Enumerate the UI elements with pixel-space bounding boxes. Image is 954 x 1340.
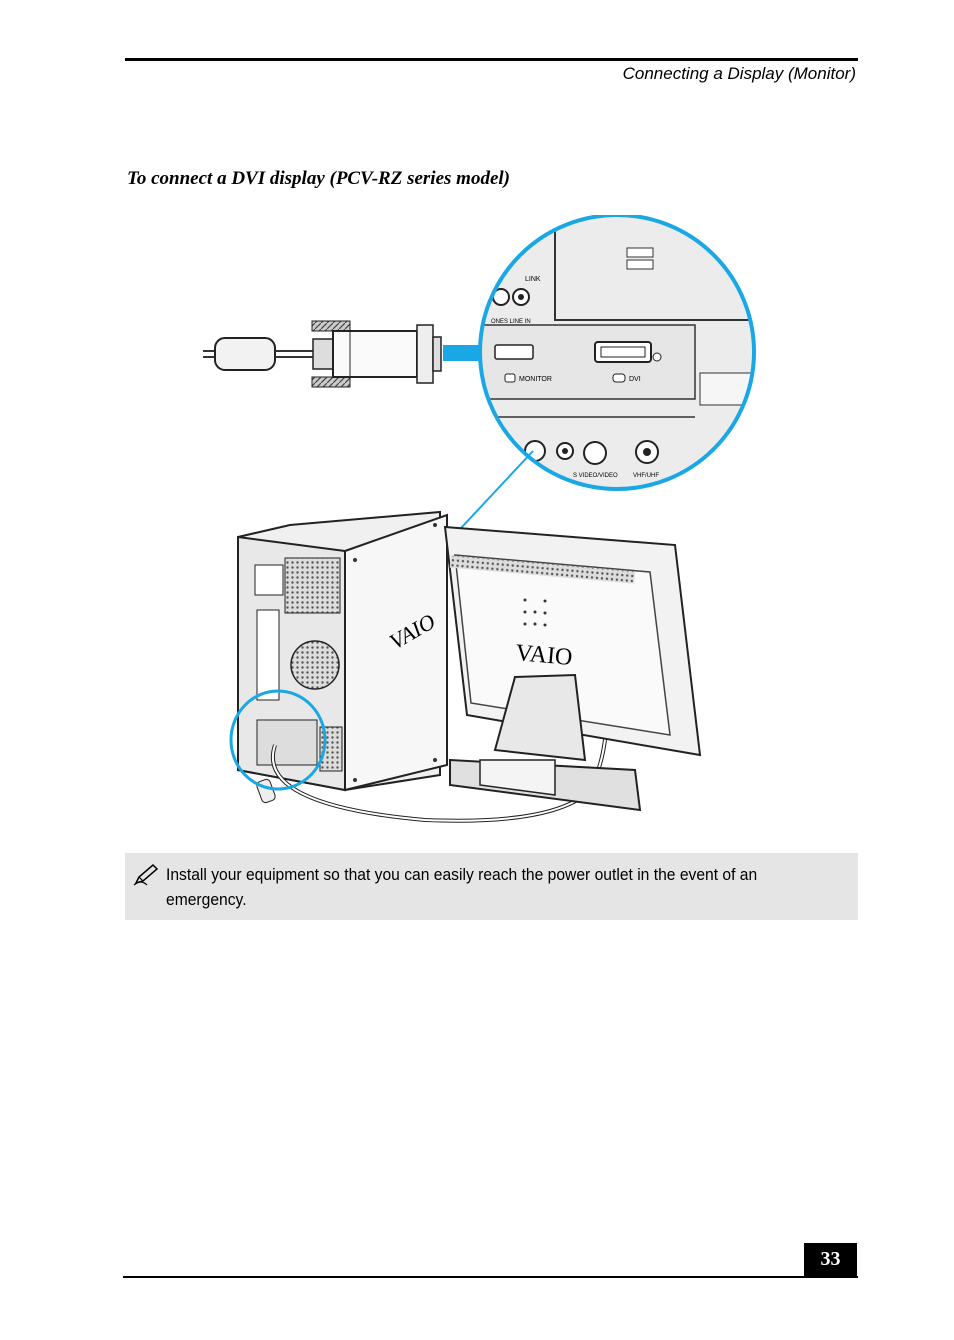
line-in-label: ONES LINE IN	[491, 319, 531, 325]
pencil-note-icon	[133, 863, 159, 886]
header-rule	[125, 58, 858, 61]
pc-tower: VAIO	[237, 510, 448, 792]
note-text: Install your equipment so that you can e…	[166, 865, 758, 909]
note-box: Install your equipment so that you can e…	[125, 853, 858, 920]
vhf-label: VHF/UHF	[633, 473, 659, 479]
link-port-label: LINK	[525, 276, 541, 283]
dvi-connection-illustration: LINK ONES LINE IN MONITOR DVI S VIDEO/VI…	[203, 215, 756, 823]
lcd-monitor: VAIO	[443, 525, 702, 812]
section-heading: To connect a DVI display (PCV-RZ series …	[127, 168, 510, 189]
footer-rule	[123, 1276, 858, 1278]
port-detail-zoom: LINK ONES LINE IN MONITOR DVI S VIDEO/VI…	[478, 215, 756, 491]
dvi-port-label: DVI	[629, 376, 641, 383]
dvi-cable-plug	[203, 320, 442, 388]
port-highlight-ring	[229, 689, 327, 791]
monitor-port-label: MONITOR	[519, 376, 552, 383]
page-number: 33	[804, 1243, 857, 1276]
svideo-label: S VIDEO/VIDEO	[573, 473, 618, 479]
monitor-logo: VAIO	[514, 640, 573, 671]
running-header: Connecting a Display (Monitor)	[622, 64, 856, 83]
